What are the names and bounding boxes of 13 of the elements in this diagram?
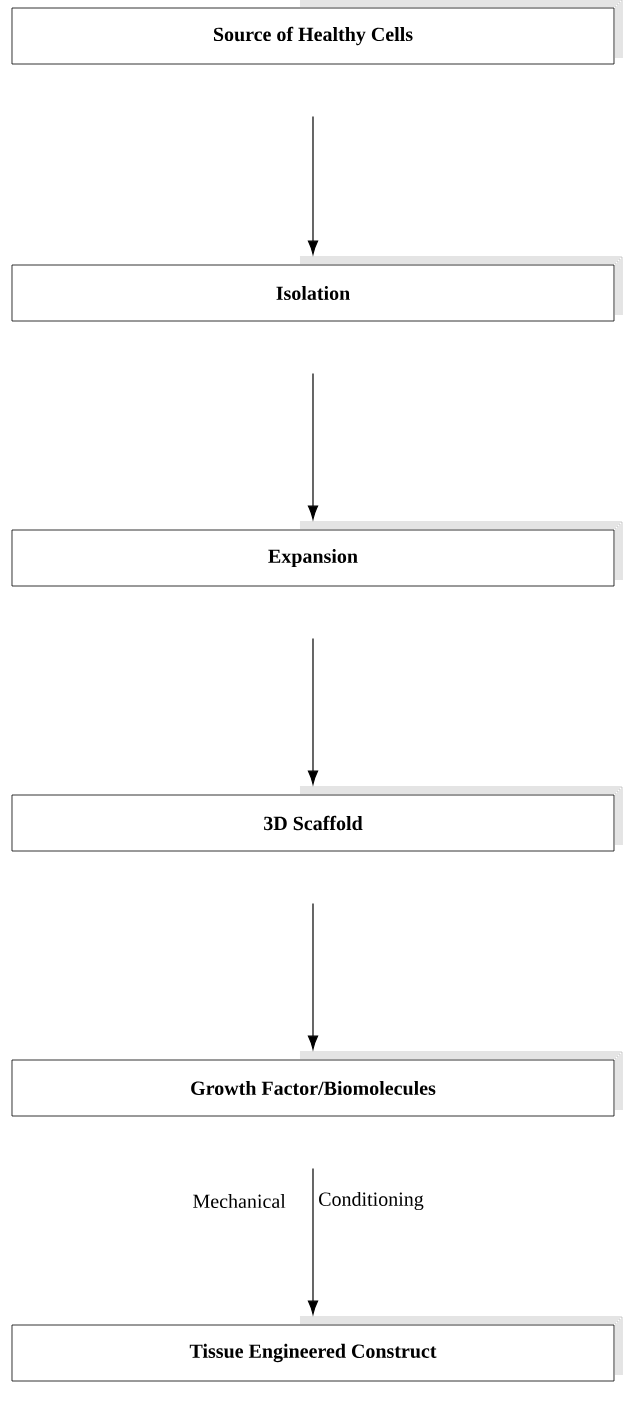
arrow — [307, 372, 319, 520]
arrow — [307, 902, 319, 1050]
side-label: Mechanical — [193, 1193, 286, 1209]
side-label: Conditioning — [319, 1191, 424, 1211]
arrow — [307, 115, 319, 255]
process-box: Source of Healthy Cells — [11, 0, 623, 65]
arrow — [307, 637, 319, 785]
process-box: 3D Scaffold — [11, 786, 623, 852]
arrow — [307, 1167, 319, 1315]
process-box: Tissue Engineered Construct — [11, 1316, 623, 1382]
process-box: Growth Factor/Biomolecules — [11, 1051, 623, 1117]
process-box: Isolation — [11, 256, 623, 322]
process-box: Expansion — [11, 521, 623, 587]
